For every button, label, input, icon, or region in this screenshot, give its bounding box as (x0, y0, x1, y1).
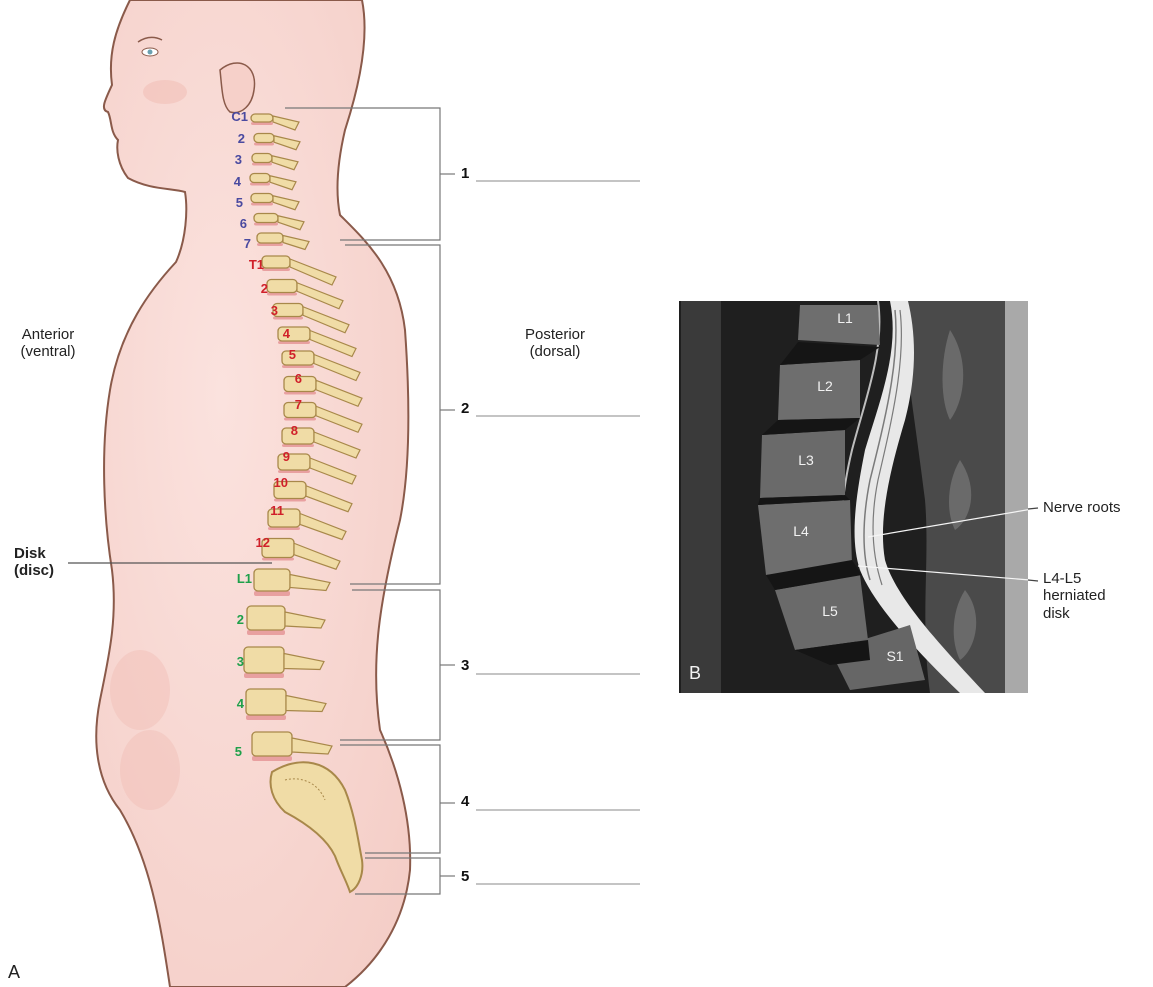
cervical-vertebra-label-6: 6 (213, 217, 247, 232)
thoracic-vertebra-label-2: 2 (234, 282, 268, 297)
herniation-line-2: herniated (1043, 587, 1106, 604)
region-number-2: 2 (461, 400, 469, 417)
thoracic-vertebra-label-8: 8 (264, 424, 298, 439)
anterior-text: Anterior (8, 326, 88, 343)
vertebral-body (250, 174, 270, 183)
panel-a-label: A (8, 962, 20, 983)
cervical-vertebra-label-7: 7 (217, 237, 251, 252)
region-number-1: 1 (461, 165, 469, 182)
lumbar-vertebra-label-5: 5 (208, 745, 242, 760)
cervical-vertebra-label-2: 2 (211, 132, 245, 147)
region-number-3: 3 (461, 657, 469, 674)
posterior-label: Posterior (dorsal) (515, 326, 595, 361)
panel-b-label: B (689, 663, 701, 684)
herniation-line-3: disk (1043, 605, 1106, 622)
disk-text: Disk (14, 545, 74, 562)
vertebral-body (251, 194, 273, 203)
posterior-subtext: (dorsal) (515, 343, 595, 360)
disk-subtext: (disc) (14, 562, 74, 579)
intervertebral-disc (254, 591, 290, 596)
anterior-label: Anterior (ventral) (8, 326, 88, 361)
vertebral-body (254, 569, 290, 591)
cervical-vertebra-label-3: 3 (208, 153, 242, 168)
herniation-line-1: L4-L5 (1043, 570, 1106, 587)
thoracic-vertebra-label-10: 10 (254, 476, 288, 491)
thoracic-vertebra-label-5: 5 (262, 348, 296, 363)
vertebral-body (252, 154, 272, 163)
mri-label-l2: L2 (812, 378, 838, 394)
anterior-subtext: (ventral) (8, 343, 88, 360)
herniation-label: L4-L5 herniated disk (1043, 570, 1106, 622)
thoracic-vertebra-label-12: 12 (236, 536, 270, 551)
vertebral-body (257, 233, 283, 243)
vertebral-body (246, 689, 286, 715)
mri-label-s1: S1 (882, 648, 908, 664)
cervical-vertebra-label-1: C1 (214, 110, 248, 125)
vertebral-body (262, 256, 290, 268)
intervertebral-disc (246, 715, 286, 720)
mri-label-l3: L3 (793, 452, 819, 468)
posterior-text: Posterior (515, 326, 595, 343)
intervertebral-disc (244, 673, 284, 678)
thoracic-vertebra-label-6: 6 (268, 372, 302, 387)
region-number-4: 4 (461, 793, 469, 810)
mri-label-l1: L1 (832, 310, 858, 326)
lumbar-vertebra-label-3: 3 (210, 655, 244, 670)
lumbar-vertebra-label-2: 2 (210, 613, 244, 628)
region-number-5: 5 (461, 868, 469, 885)
thoracic-vertebra-label-1: T1 (230, 258, 264, 273)
vertebral-body (247, 606, 285, 630)
body-silhouette (96, 0, 410, 987)
mri-label-l5: L5 (817, 603, 843, 619)
thoracic-vertebra-label-7: 7 (268, 398, 302, 413)
vertebral-body (267, 280, 297, 293)
lumbar-vertebra-label-1: L1 (218, 572, 252, 587)
cervical-vertebra-label-4: 4 (207, 175, 241, 190)
lumbar-vertebra-label-4: 4 (210, 697, 244, 712)
intervertebral-disc (247, 630, 285, 635)
disk-label: Disk (disc) (14, 545, 74, 580)
thoracic-vertebra-label-4: 4 (256, 327, 290, 342)
cervical-vertebra-label-5: 5 (209, 196, 243, 211)
vertebral-body (252, 732, 292, 756)
thoracic-vertebra-label-9: 9 (256, 450, 290, 465)
thoracic-vertebra-label-3: 3 (244, 304, 278, 319)
vertebral-body (251, 114, 273, 122)
nerve-roots-label: Nerve roots (1043, 499, 1121, 516)
mri-panel (679, 301, 1038, 693)
vertebral-body (254, 214, 278, 223)
vertebral-body (244, 647, 284, 673)
answer-lines (476, 181, 640, 884)
thoracic-vertebra-label-11: 11 (250, 504, 284, 519)
intervertebral-disc (252, 756, 292, 761)
mri-label-l4: L4 (788, 523, 814, 539)
vertebral-body (254, 134, 274, 143)
